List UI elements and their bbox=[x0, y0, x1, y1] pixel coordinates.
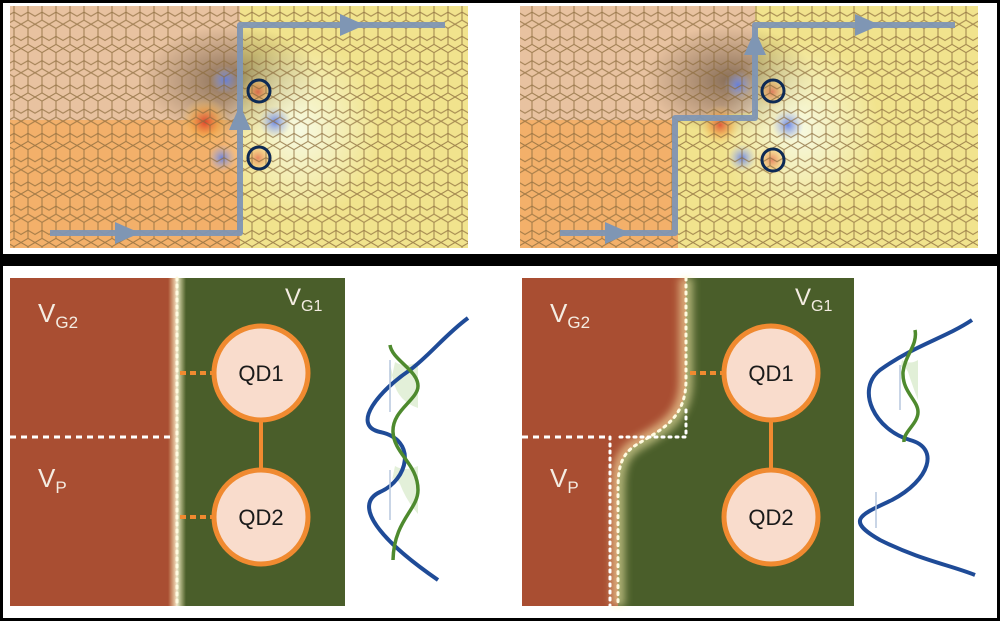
qd1-label: QD1 bbox=[238, 361, 283, 386]
arrow-icon bbox=[605, 222, 630, 244]
double-well-potential-plot bbox=[857, 318, 976, 577]
qd2-label: QD2 bbox=[238, 505, 283, 530]
wavefunction-curve bbox=[901, 329, 920, 443]
edge-glow bbox=[616, 276, 688, 608]
vp-label: VP bbox=[550, 463, 579, 497]
potential-curve bbox=[365, 316, 470, 582]
quantum-dot-ring-icon bbox=[760, 78, 786, 104]
arrow-icon bbox=[115, 222, 140, 244]
edge-channel-arrow-icon bbox=[560, 22, 955, 236]
section-divider bbox=[0, 254, 1000, 266]
gate-g2-region bbox=[522, 278, 686, 606]
double-well-potential-plot bbox=[365, 316, 470, 582]
arrow-icon bbox=[229, 105, 251, 130]
top-right-graphene-panel bbox=[520, 6, 978, 248]
arrow-icon bbox=[340, 14, 365, 36]
arrow-icon bbox=[744, 30, 766, 55]
bottom-right-gate-panel: QD1 QD2 VG2 VG1 VP bbox=[522, 276, 976, 608]
vg1-label: VG1 bbox=[795, 284, 832, 315]
quantum-dot-ring-icon bbox=[246, 78, 272, 104]
quantum-dot-qd2 bbox=[211, 467, 311, 567]
wavefunction-curve bbox=[388, 344, 420, 561]
vp-label: VP bbox=[38, 463, 67, 497]
top-left-graphene-panel bbox=[10, 6, 468, 248]
vg2-label: VG2 bbox=[550, 298, 590, 332]
quantum-dot-qd1 bbox=[721, 323, 821, 423]
quantum-dot-qd2 bbox=[721, 467, 821, 567]
vg1-label: VG1 bbox=[285, 284, 322, 315]
quantum-dot-ring-icon bbox=[246, 145, 272, 171]
qd2-label: QD2 bbox=[748, 505, 793, 530]
vg2-label: VG2 bbox=[38, 298, 78, 332]
qd1-label: QD1 bbox=[748, 361, 793, 386]
potential-curve bbox=[857, 318, 976, 577]
quantum-dot-qd1 bbox=[211, 323, 311, 423]
arrow-icon bbox=[855, 14, 880, 36]
quantum-dot-ring-icon bbox=[760, 147, 786, 173]
bottom-left-gate-panel: QD1 QD2 VG2 VG1 VP bbox=[10, 276, 470, 608]
gate-g2-region bbox=[10, 278, 177, 606]
